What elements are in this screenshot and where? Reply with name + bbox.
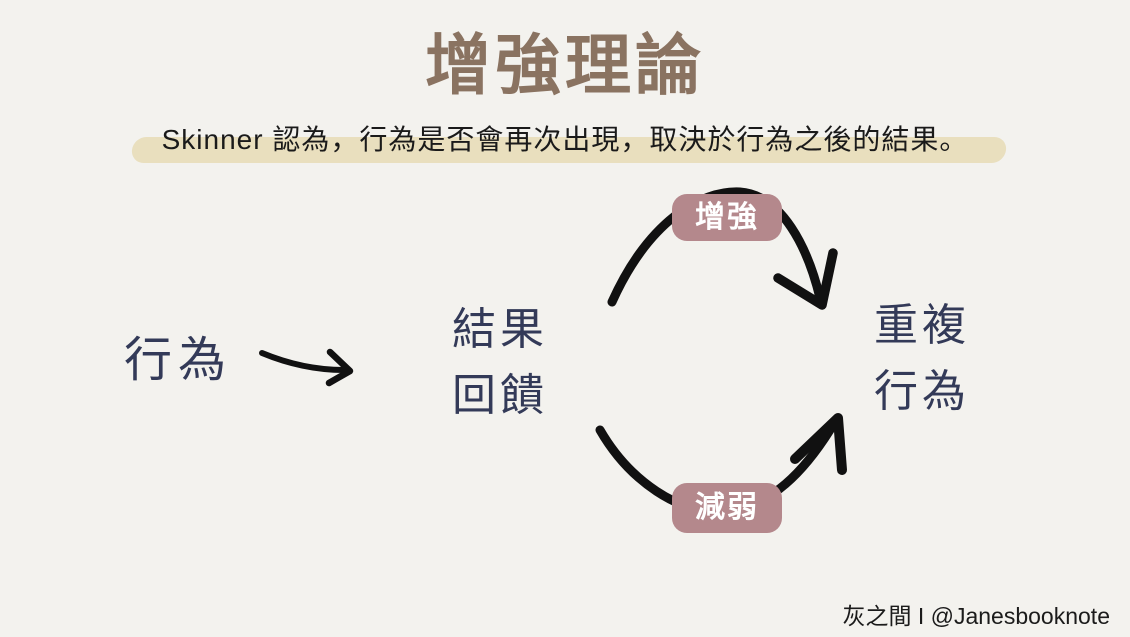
badge-reinforce: 增強 [672,194,782,241]
node-outcome-line1: 結果 [452,304,548,355]
footer-credit: 灰之間 I @Janesbooknote [842,603,1110,629]
node-behavior: 行為 [124,332,233,388]
badge-weaken: 減弱 [672,483,782,533]
node-repeat-line2: 行為 [874,366,970,417]
node-outcome-line2: 回饋 [452,370,548,421]
behavior-to-outcome-arrow-icon [259,348,354,387]
node-outcome: 結果 回饋 [420,297,580,429]
node-repeat: 重複 行為 [842,293,1002,425]
subtitle-text: Skinner 認為，行為是否會再次出現，取決於行為之後的結果。 [161,124,969,155]
node-repeat-line1: 重複 [874,300,970,351]
page-title: 增強理論 [425,26,705,104]
